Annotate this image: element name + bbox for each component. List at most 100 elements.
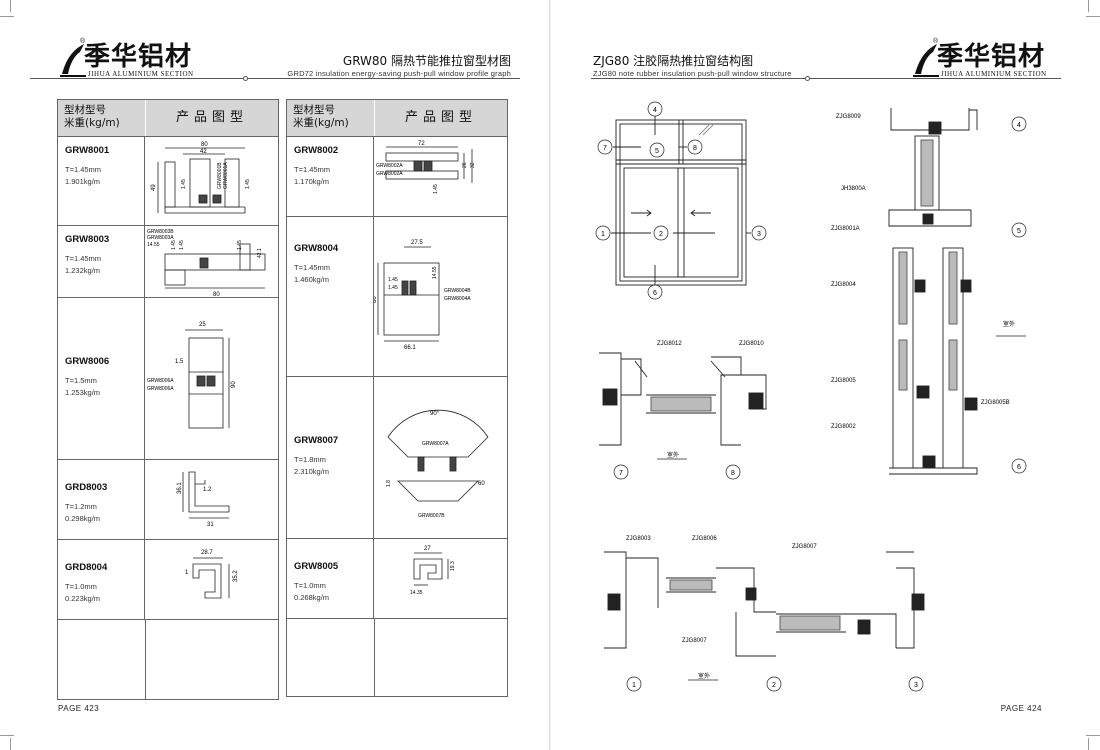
header-drawing-label: 产品图型 — [175, 110, 248, 125]
brand-logo: ® 季华铝材 JIHUA ALUMINIUM SECTION — [911, 38, 1046, 78]
callout-number: 1 — [601, 231, 605, 238]
part-label: GRW8002A — [376, 171, 403, 177]
dim-label: 1.45 — [179, 240, 185, 250]
registered-mark: ® — [933, 38, 939, 45]
dim-label: 49 — [151, 184, 157, 191]
profile-name: GRD8003 — [65, 482, 108, 493]
dim-label: 1.45 — [181, 179, 187, 189]
callout-number: 1 — [632, 682, 636, 689]
table-row: GRW8003 T=1.45mm 1.232kg/m GRW8003B GRW8… — [58, 225, 278, 298]
profile-table-a: 型材型号 米重(kg/m) 产品图型 GRW8001 T=1.45mm 1.90… — [57, 99, 279, 700]
profile-table-b: 型材型号 米重(kg/m) 产品图型 GRW8002 T=1.45mm 1.17… — [286, 99, 508, 697]
profile-weight: 1.170kg/m — [294, 177, 330, 186]
profile-thickness: T=1.45mm — [294, 263, 331, 272]
crop-mark — [10, 738, 11, 750]
table-header: 型材型号 米重(kg/m) 产品图型 — [58, 99, 278, 136]
dim-label: 42 — [200, 149, 207, 155]
title-en: GRD72 insulation energy-saving push-pull… — [287, 69, 511, 78]
dim-label: 1.5 — [175, 359, 184, 365]
profile-weight: 1.901kg/m — [65, 177, 101, 186]
callout-number: 8 — [693, 145, 697, 152]
dim-label: 90° — [430, 411, 440, 417]
left-page: ® 季华铝材 JIHUA ALUMINIUM SECTION GRW80 隔热节… — [0, 0, 549, 750]
callout-number: 2 — [772, 682, 776, 689]
part-label: GRW8007A — [422, 441, 449, 447]
page-fold — [549, 0, 551, 750]
part-label: GRW8006A — [147, 386, 174, 392]
header-model-label: 型材型号 米重(kg/m) — [287, 100, 375, 136]
dim-label: 36.1 — [177, 482, 183, 494]
part-label: GRW8007B — [418, 513, 445, 519]
part-label: ZJG8003 — [626, 536, 651, 542]
dim-label: 80 — [213, 292, 220, 298]
profile-drawing-grd8004: 28.7 1 35.2 — [185, 550, 239, 599]
table-row: GRW8005 T=1.0mm 0.268kg/m 27 19.3 14.35 — [287, 538, 507, 618]
section-1-2-3: ZJG8003 ZJG8006 ZJG8007 ZJG8007 室外 1 2 3 — [604, 536, 925, 692]
profile-name: GRW8006 — [65, 356, 110, 367]
table-row: GRD8003 T=1.2mm 0.298kg/m 36.1 1.2 31 — [58, 459, 278, 539]
dim-label: 1.45 — [388, 285, 398, 291]
title-en: ZJG80 note rubber insulation push-pull w… — [593, 69, 792, 78]
profile-drawing-grw8004: 27.5 1.45 1.45 14.55 80 66.1 GRW8004B GR… — [372, 240, 471, 351]
brand-mark-icon: ® — [58, 38, 86, 77]
table-row-empty — [58, 619, 278, 699]
table-row: GRW8004 T=1.45mm 1.460kg/m 27.5 1.45 1 — [287, 216, 507, 376]
section-7-8: ZJG8012 ZJG8010 室外 7 8 — [599, 341, 767, 480]
callout-number: 7 — [603, 145, 607, 152]
dim-label: 1.8 — [386, 480, 392, 487]
window-elevation: 4 7 5 8 1 2 3 6 — [595, 101, 767, 300]
part-label: ZJG8007 — [682, 638, 707, 644]
dim-label: 1.45 — [237, 240, 243, 250]
part-label: ZJG8009 — [836, 114, 861, 120]
dim-label: 14.55 — [432, 266, 438, 279]
profile-name: GRW8003 — [65, 234, 110, 245]
profile-thickness: T=1.0mm — [294, 581, 326, 590]
outside-label: 室外 — [698, 672, 710, 680]
brand-name-cn: 季华铝材 — [84, 42, 193, 72]
brand-name-en: JIHUA ALUMINIUM SECTION — [941, 70, 1047, 78]
dim-label: 1.45 — [245, 179, 251, 189]
part-label: ZJG8002 — [831, 424, 856, 430]
callout-number: 6 — [653, 290, 657, 297]
dim-label: 1.45 — [433, 184, 439, 194]
dim-label: 1 — [185, 570, 189, 576]
profile-drawing-grw8007: 90° GRW8007A 1.8 60 GRW8007B — [386, 409, 489, 519]
dim-label: 14.35 — [410, 590, 423, 596]
part-label: ZJG8012 — [657, 341, 682, 347]
part-label: ZJG8004 — [831, 282, 856, 288]
dim-label: 27.5 — [411, 240, 423, 246]
dim-label: 42.1 — [257, 248, 263, 258]
header-rule — [591, 78, 1061, 79]
dim-label: 72 — [418, 141, 425, 147]
registered-mark: ® — [80, 38, 86, 45]
profile-weight: 1.253kg/m — [65, 388, 101, 397]
part-label: GRW8001A — [223, 162, 229, 189]
dim-label: 80 — [374, 296, 378, 303]
table-row: GRW8001 T=1.45mm 1.901kg/m 80 42 — [58, 136, 278, 225]
dim-label: 27 — [424, 546, 431, 552]
crop-mark — [1088, 738, 1089, 750]
profile-drawing-grw8003: GRW8003B GRW8003A 14.55 1.45 1.45 1.45 4… — [147, 229, 266, 298]
profile-thickness: T=1.45mm — [65, 165, 102, 174]
dim-label: 25 — [199, 322, 206, 328]
part-label: GRW8002A — [376, 163, 403, 169]
part-label: ZJG8006 — [692, 536, 717, 542]
brand-name-en: JIHUA ALUMINIUM SECTION — [88, 70, 194, 78]
dim-label: 66.1 — [404, 345, 416, 351]
callout-number: 4 — [1017, 122, 1021, 129]
callout-number: 8 — [731, 470, 735, 477]
callout-number: 3 — [914, 682, 918, 689]
part-label: JH3800A — [841, 186, 866, 192]
dim-label: 19.3 — [450, 561, 456, 571]
dim-label: 26 — [462, 162, 468, 168]
profile-thickness: T=1.2mm — [65, 502, 97, 511]
outside-label: 室外 — [667, 451, 679, 459]
part-label: GRW8001B — [217, 162, 223, 189]
callout-number: 4 — [653, 107, 657, 114]
callout-number: 6 — [1017, 464, 1021, 471]
page-title: ZJG80 注胶隔热推拉窗结构图 ZJG80 note rubber insul… — [593, 52, 792, 78]
brand-mark-icon: ® — [911, 38, 939, 77]
part-label: ZJG8010 — [739, 341, 764, 347]
outside-label: 室外 — [1003, 320, 1015, 328]
